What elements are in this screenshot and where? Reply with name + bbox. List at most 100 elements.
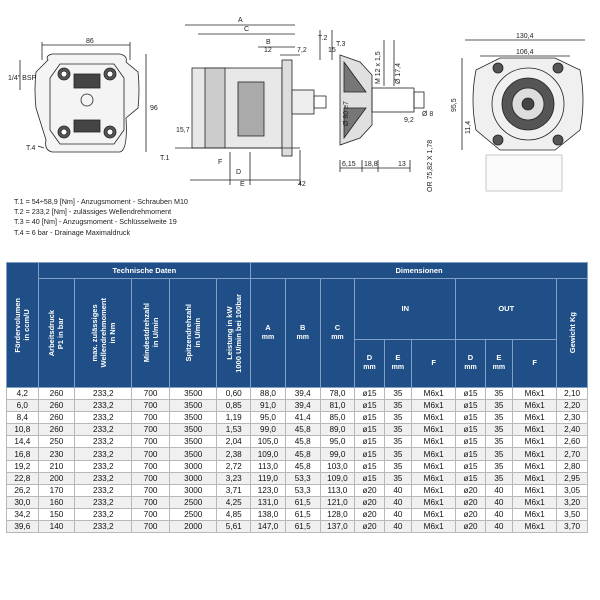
- table-cell: ø15: [354, 423, 385, 437]
- dim-7-2: 7,2: [297, 47, 307, 54]
- table-cell: 35: [383, 411, 413, 425]
- table-cell: 2,72: [216, 459, 252, 473]
- header-gewicht: Gewicht Kg: [556, 278, 588, 388]
- note-t4: T.4 = 6 bar - Drainage Maximaldruck: [14, 227, 131, 237]
- table-cell: 233,2: [74, 386, 133, 401]
- table-cell: 4,25: [216, 495, 252, 509]
- dim-106-4: 106,4: [516, 49, 534, 56]
- table-cell: 61,5: [284, 507, 321, 522]
- table-cell: 260: [37, 423, 76, 437]
- table-cell: 35: [383, 471, 413, 485]
- dim-11-4: 11,4: [465, 121, 472, 134]
- table-cell: M6x1: [411, 471, 457, 485]
- table-cell: 19,2: [6, 459, 39, 473]
- table-cell: M6x1: [411, 399, 457, 413]
- table-cell: 138,0: [250, 507, 286, 522]
- table-cell: 2,80: [556, 459, 588, 473]
- table-cell: 16,8: [6, 447, 39, 461]
- dim-15-7: 15,7: [176, 127, 190, 134]
- table-cell: 121,0: [319, 495, 356, 509]
- table-cell: 35: [484, 435, 514, 449]
- table-cell: 35: [383, 447, 413, 461]
- table-cell: 14,4: [6, 435, 39, 449]
- table-cell: 3500: [169, 435, 218, 449]
- table-cell: 260: [37, 399, 76, 413]
- note-t3: T.3 = 40 [Nm] - Anzugsmoment - Schlüssel…: [14, 217, 177, 227]
- dim-m12: M 12 x 1,5: [375, 51, 382, 84]
- table-cell: 53,3: [284, 483, 321, 497]
- dim-15: 15: [328, 47, 336, 54]
- table-cell: M6x1: [512, 459, 558, 473]
- table-cell: 30,0: [6, 495, 39, 509]
- table-cell: 95,0: [319, 435, 356, 449]
- table-cell: ø15: [354, 386, 385, 401]
- header-dimensionen: Dimensionen: [250, 262, 588, 279]
- table-cell: M6x1: [512, 435, 558, 449]
- table-cell: 700: [131, 495, 171, 509]
- table-cell: ø15: [455, 447, 486, 461]
- table-cell: 40: [484, 495, 514, 509]
- table-cell: 2,30: [556, 411, 588, 425]
- table-cell: 233,2: [74, 399, 133, 413]
- table-cell: ø20: [354, 520, 385, 534]
- dim-130-4: 130,4: [516, 33, 534, 40]
- table-cell: 700: [131, 471, 171, 485]
- table-cell: 2000: [169, 520, 218, 534]
- table-cell: M6x1: [411, 495, 457, 509]
- table-cell: 233,2: [74, 447, 133, 461]
- label-t1: T.1: [160, 155, 169, 162]
- table-cell: M6x1: [411, 411, 457, 425]
- table-cell: ø20: [455, 520, 486, 534]
- dim-D: D: [236, 169, 241, 176]
- table-cell: 700: [131, 483, 171, 497]
- table-cell: ø20: [455, 483, 486, 497]
- table-cell: 1,19: [216, 411, 252, 425]
- table-cell: M6x1: [411, 386, 457, 401]
- table-cell: 700: [131, 423, 171, 437]
- table-cell: 3,05: [556, 483, 588, 497]
- table-cell: 78,0: [319, 386, 356, 401]
- dim-d17-4: Ø 17,4: [395, 63, 402, 84]
- table-cell: 2,20: [556, 399, 588, 413]
- dim-d80: Ø 80 e7: [343, 101, 350, 126]
- header-mindestdrehzahl: Mindestdrehzahl in U/min: [131, 278, 171, 388]
- table-cell: ø20: [455, 495, 486, 509]
- table-cell: 3,23: [216, 471, 252, 485]
- table-cell: 137,0: [319, 520, 356, 534]
- table-cell: 40: [484, 507, 514, 522]
- table-cell: M6x1: [512, 483, 558, 497]
- label-t2: T.2: [318, 35, 327, 42]
- table-cell: M6x1: [512, 386, 558, 401]
- note-t1: T.1 = 54÷58,9 [Nm] - Anzugsmoment - Schr…: [14, 197, 188, 206]
- shaft-detail-view: [339, 40, 425, 172]
- table-cell: 105,0: [250, 435, 286, 449]
- table-cell: 35: [484, 459, 514, 473]
- table-cell: 39,4: [284, 399, 321, 413]
- table-cell: M6x1: [411, 459, 457, 473]
- table-cell: ø15: [455, 386, 486, 401]
- table-cell: 35: [383, 435, 413, 449]
- table-cell: M6x1: [411, 447, 457, 461]
- table-cell: 109,0: [319, 471, 356, 485]
- table-cell: 128,0: [319, 507, 356, 522]
- table-cell: 103,0: [319, 459, 356, 473]
- table-cell: 2500: [169, 507, 218, 522]
- table-cell: 210: [37, 459, 76, 473]
- table-cell: 35: [484, 399, 514, 413]
- table-cell: ø20: [455, 507, 486, 522]
- table-cell: 35: [383, 459, 413, 473]
- table-cell: ø15: [455, 399, 486, 413]
- table-cell: 40: [383, 507, 413, 522]
- table-cell: 700: [131, 507, 171, 522]
